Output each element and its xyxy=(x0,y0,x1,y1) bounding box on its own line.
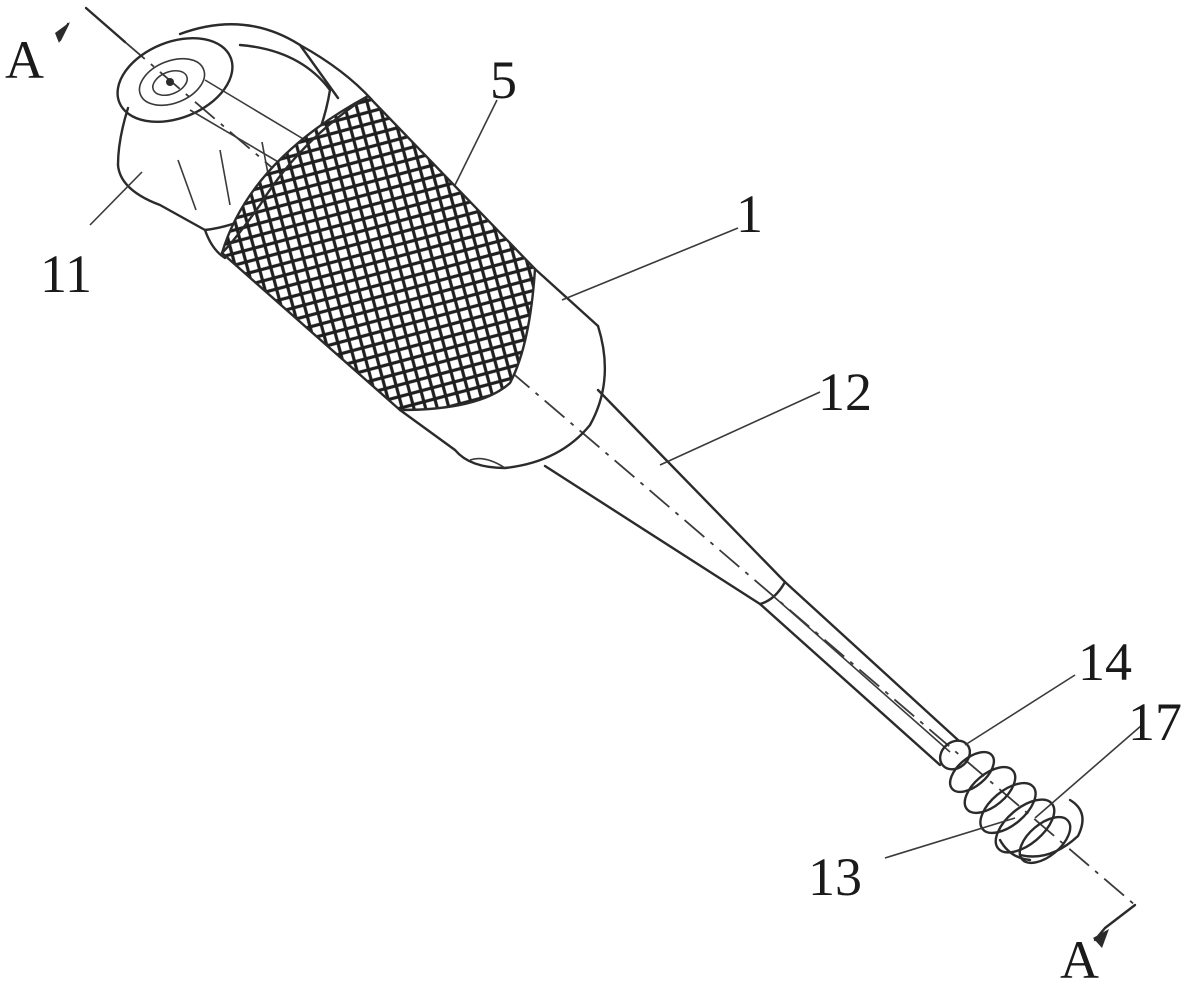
label-groove-b: 17 xyxy=(1128,692,1182,752)
knurled-sleeve xyxy=(220,94,537,412)
section-marker-bottom: A xyxy=(1060,903,1137,989)
collar xyxy=(203,43,374,260)
label-knurled-sleeve: 5 xyxy=(490,50,517,110)
section-label-bottom: A xyxy=(1060,930,1099,989)
section-marker-top: A xyxy=(5,6,127,90)
label-end-cap: 11 xyxy=(40,244,92,304)
leader-lines xyxy=(89,99,1143,859)
taper xyxy=(543,388,787,606)
reference-numerals: 5 1 11 12 14 17 13 xyxy=(40,50,1182,907)
label-body: 1 xyxy=(736,184,763,244)
section-label-top: A xyxy=(5,30,44,90)
shaft xyxy=(758,580,960,767)
label-groove-a: 14 xyxy=(1078,632,1132,692)
label-tip: 13 xyxy=(808,847,862,907)
tip-assembly xyxy=(938,739,1084,865)
label-taper: 12 xyxy=(818,362,872,422)
